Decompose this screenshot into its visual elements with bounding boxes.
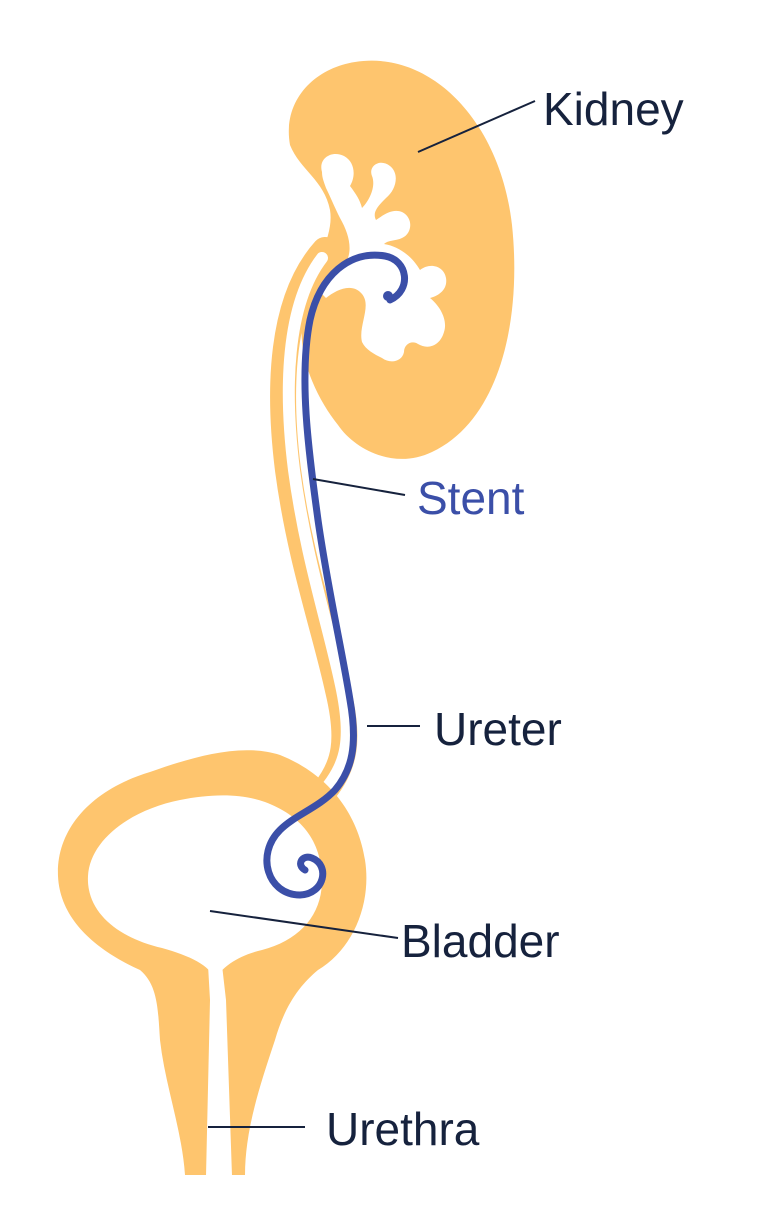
ureter-label: Ureter [434, 703, 562, 755]
stent-label: Stent [417, 472, 525, 524]
stent-leader-line [312, 478, 406, 496]
bladder-leader-line [209, 910, 399, 939]
stent [263, 251, 409, 899]
kidney-leader-line [417, 100, 536, 153]
urethra-label: Urethra [326, 1103, 480, 1155]
kidney-label: Kidney [543, 83, 684, 135]
bladder-label: Bladder [401, 915, 560, 967]
urethra [206, 965, 232, 1176]
stent-coil-top-end [383, 291, 393, 301]
ureter-lumen [282, 252, 353, 792]
bladder-cavity [87, 795, 322, 980]
